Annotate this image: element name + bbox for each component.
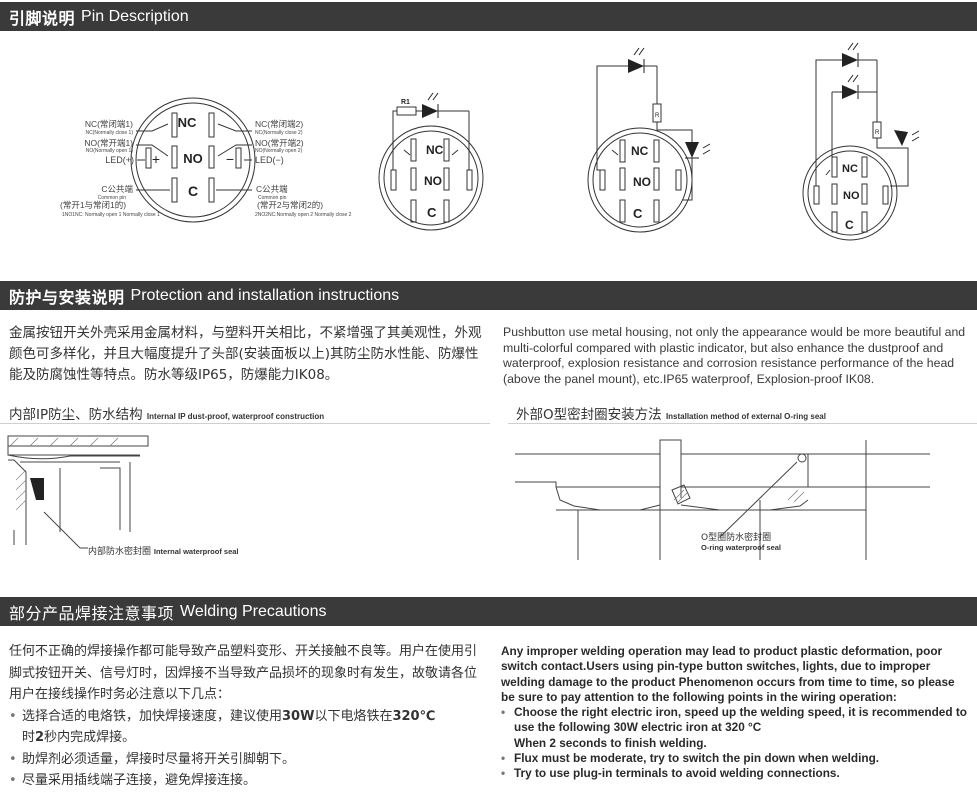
nc1-label: NC(常闭端1) bbox=[85, 119, 133, 129]
section-title-en: Protection and installation instructions bbox=[130, 286, 400, 304]
circle-label-nc: NC bbox=[178, 115, 197, 130]
internal-title-zh: 内部IP防尘、防水结构 bbox=[9, 407, 143, 423]
protection-text-en: Pushbutton use metal housing, not only t… bbox=[503, 325, 966, 386]
internal-structure-title: 内部IP防尘、防水结构 Internal IP dust-proof, wate… bbox=[9, 403, 324, 423]
section-title-zh: 引脚说明 bbox=[9, 8, 76, 28]
c-right-label: C公共端 bbox=[256, 184, 288, 194]
bullet-text: Choose the right electric iron, speed up… bbox=[514, 705, 967, 735]
divider bbox=[0, 423, 490, 424]
welding-bullet-1-zh: 选择合适的电烙铁，加快焊接速度，建议使用30W以下电烙铁在320℃ 时2秒内完成焊… bbox=[9, 706, 489, 749]
bullet-text-cont: When 2 seconds to finish welding. bbox=[514, 735, 707, 750]
section-header-welding: 部分产品焊接注意事项 Welding Precautions bbox=[0, 597, 977, 626]
d4-no: NO bbox=[843, 190, 860, 202]
protection-text-zh: 金属按钮开关外壳采用金属材料，与塑料开关相比，不紧增强了其美观性，外观颜色可多样… bbox=[9, 325, 482, 383]
circle-label-plus: + bbox=[152, 151, 160, 167]
r1-label: R1 bbox=[401, 99, 410, 106]
welding-bullet-2-en: Flux must be moderate, try to switch the… bbox=[501, 751, 971, 767]
welding-bullet-2-zh: 助焊剂必须适量，焊接时尽量将开关引脚朝下。 bbox=[9, 749, 489, 771]
c-right-label-en: Common pin bbox=[258, 195, 287, 201]
d4-r-label: R bbox=[875, 130, 880, 136]
wiring-diagram-led-r bbox=[587, 65, 693, 233]
oring-installation-drawing bbox=[515, 439, 930, 560]
internal-seal-label-zh: 内部防水密封圈 bbox=[88, 547, 152, 557]
bullet-text: 选择合适的电烙铁，加快焊接速度，建议使用 bbox=[22, 708, 283, 724]
section-title-en: Welding Precautions bbox=[180, 602, 327, 620]
bullet-text: 时 bbox=[22, 730, 36, 745]
nc2-label: NC(常闭端2) bbox=[255, 119, 303, 129]
bullet-highlight: 320℃ bbox=[392, 708, 436, 724]
led-minus-label: LED(−) bbox=[255, 155, 284, 165]
d2-nc: NC bbox=[426, 143, 444, 157]
circle-label-c: C bbox=[188, 183, 198, 199]
welding-intro-zh: 任何不正确的焊接操作都可能导致产品塑料变形、开关接触不良等。用户在使用引脚式按钮… bbox=[9, 644, 478, 702]
internal-seal-label-en: Internal waterproof seal bbox=[153, 547, 239, 556]
circle-label-minus: − bbox=[226, 151, 234, 167]
d4-nc: NC bbox=[842, 163, 858, 175]
section-header-protection: 防护与安装说明 Protection and installation inst… bbox=[0, 281, 977, 310]
c-left-note-en: 1NO1NC: Normally open 1 Normally close 1 bbox=[62, 212, 160, 218]
welding-bullet-1-en: Choose the right electric iron, speed up… bbox=[501, 705, 971, 751]
internal-seal-drawing bbox=[7, 435, 149, 549]
welding-text-zh: 任何不正确的焊接操作都可能导致产品塑料变形、开关接触不良等。用户在使用引脚式按钮… bbox=[9, 641, 489, 792]
wiring-diagram-dual-led bbox=[802, 59, 909, 241]
nc1-label-en: NC(Normally close 1) bbox=[85, 130, 133, 136]
bullet-highlight: 30W bbox=[282, 708, 315, 724]
section-title-zh: 部分产品焊接注意事项 bbox=[9, 603, 175, 623]
d3-nc: NC bbox=[631, 144, 649, 158]
divider bbox=[508, 423, 977, 424]
bullet-highlight: 2 bbox=[35, 730, 45, 745]
welding-text-en: Any improper welding operation may lead … bbox=[501, 644, 971, 782]
section-title-en: Pin Description bbox=[81, 7, 189, 25]
circle-label-no: NO bbox=[183, 151, 203, 166]
d4-c: C bbox=[845, 218, 854, 232]
internal-title-en: Internal IP dust-proof, waterproof const… bbox=[146, 412, 325, 421]
c-left-note: (常开1与常闭1的) bbox=[60, 200, 126, 210]
wiring-diagram-r1 bbox=[378, 106, 484, 231]
oring-label-en: O-ring waterproof seal bbox=[701, 543, 782, 552]
no2-label-en: NO(Normally open 2) bbox=[255, 148, 303, 154]
no2-label: NO(常开端2) bbox=[255, 138, 304, 148]
bullet-text: 以下电烙铁在 bbox=[314, 708, 393, 724]
external-title-en: Installation method of external O-ring s… bbox=[665, 412, 826, 421]
pin-layout-diagram bbox=[130, 97, 256, 223]
nc2-label-en: NC(Normally close 2) bbox=[255, 130, 303, 136]
section-title-zh: 防护与安装说明 bbox=[9, 287, 125, 307]
pin-diagrams: NC NO C + − NC(常闭端1) NC(Normally close 1… bbox=[60, 42, 920, 241]
d2-c: C bbox=[427, 205, 437, 220]
d3-c: C bbox=[633, 206, 643, 221]
welding-bullet-3-en: Try to use plug-in terminals to avoid we… bbox=[501, 766, 971, 782]
oring-label: O型圈防水密封圈 O-ring waterproof seal bbox=[701, 533, 782, 553]
d3-no: NO bbox=[633, 175, 651, 189]
led-plus-label: LED(+) bbox=[105, 155, 134, 165]
d3-r-label: R bbox=[655, 113, 660, 119]
welding-bullet-3-zh: 尽量采用插线端子连接，避免焊接连接。 bbox=[9, 770, 489, 792]
c-right-note: (常开2与常闭2的) bbox=[257, 200, 323, 210]
c-left-label: C公共端 bbox=[101, 184, 133, 194]
welding-intro-en: Any improper welding operation may lead … bbox=[501, 644, 955, 704]
no1-label-en: NO(Normally open 1) bbox=[86, 148, 134, 154]
oring-label-zh: O型圈防水密封圈 bbox=[701, 533, 772, 543]
c-right-note-en: 2NO2NC:Normally open 2 Normally close 2 bbox=[255, 212, 352, 218]
d2-no: NO bbox=[424, 174, 442, 188]
external-oring-title: 外部O型密封圈安装方法 Installation method of exter… bbox=[516, 403, 826, 423]
bullet-text: 秒内完成焊接。 bbox=[44, 730, 136, 745]
internal-seal-label: 内部防水密封圈 Internal waterproof seal bbox=[88, 544, 239, 557]
c-left-label-en: Common pin bbox=[98, 195, 127, 201]
section-header-pin: 引脚说明 Pin Description bbox=[0, 2, 977, 31]
external-title-zh: 外部O型密封圈安装方法 bbox=[516, 407, 662, 423]
no1-label: NO(常开端1) bbox=[84, 138, 133, 148]
